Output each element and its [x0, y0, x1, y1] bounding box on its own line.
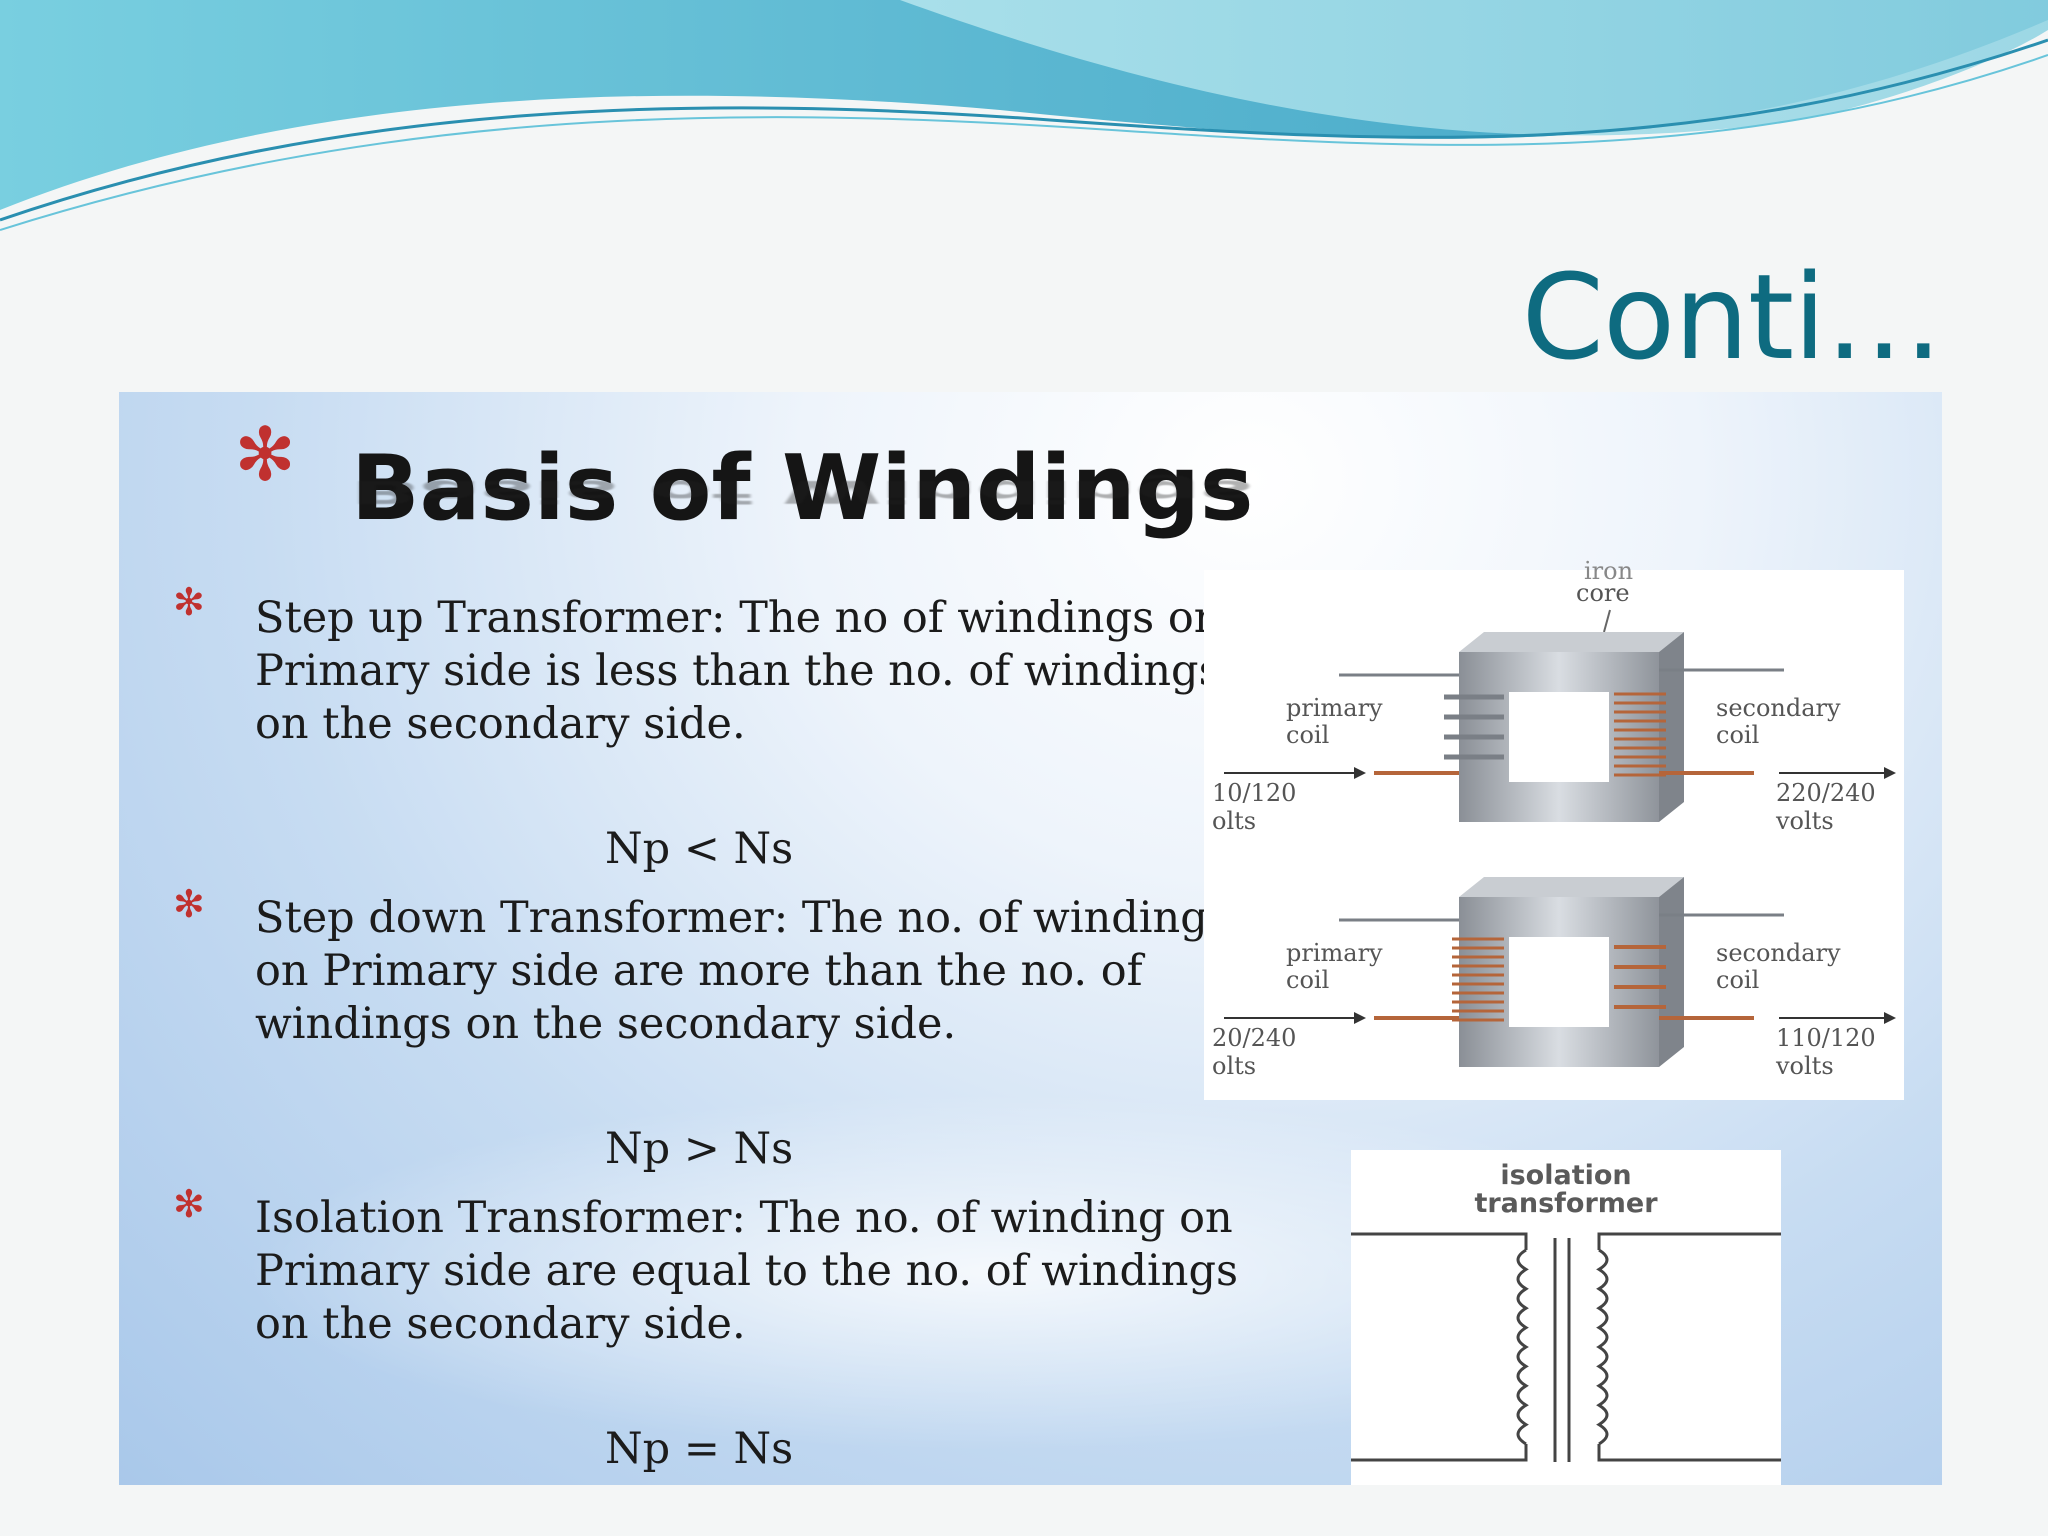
heading-star-icon: ✻	[234, 412, 297, 498]
transformer-cores-graphic	[1224, 609, 1896, 1067]
slide-title: Conti…	[1521, 248, 1943, 386]
core-label: core	[1576, 579, 1630, 607]
step-up-input-label: 10/120	[1212, 779, 1297, 807]
step-down-formula: Np > Ns	[605, 1124, 794, 1174]
panel-heading-reflection: Basis of Windings	[351, 473, 1254, 510]
isolation-formula: Np = Ns	[605, 1424, 794, 1474]
step-up-formula: Np < Ns	[605, 824, 794, 874]
step-down-text: Step down Transformer: The no. of windin…	[255, 893, 1208, 1049]
step-down-output-label-2: volts	[1776, 1052, 1834, 1080]
transformer-diagram: iron core primary coil secondary coil 10…	[1204, 558, 1904, 1100]
content-image: ✻ Basis of Windings Basis of Windings ✻ …	[119, 392, 1942, 1485]
panel-heading: Basis of Windings	[351, 436, 1254, 541]
step-down-primary-label: primary	[1286, 939, 1383, 967]
step-up-input-label-2: olts	[1212, 807, 1257, 835]
isolation-transformer-diagram: isolation transformer	[1351, 1150, 1781, 1485]
step-up-output-label-2: volts	[1776, 807, 1834, 835]
step-up-text: Step up Transformer: The no of windings …	[255, 593, 1222, 749]
step-up-primary-label-2: coil	[1286, 721, 1330, 749]
step-up-secondary-label-2: coil	[1716, 721, 1760, 749]
step-down-output-label: 110/120	[1776, 1024, 1876, 1052]
bullet-star-icon: ✻	[173, 580, 205, 624]
header-wave	[0, 0, 2048, 231]
step-down-primary-label-2: coil	[1286, 966, 1330, 994]
bullet-star-icon: ✻	[173, 1182, 205, 1226]
core-label-top: iron	[1584, 557, 1634, 585]
step-down-input-label: 20/240	[1212, 1024, 1297, 1052]
step-up-secondary-label: secondary	[1716, 694, 1841, 722]
step-down-secondary-label: secondary	[1716, 939, 1841, 967]
step-up-output-label: 220/240	[1776, 779, 1876, 807]
step-up-primary-label: primary	[1286, 694, 1383, 722]
isolation-schematic	[1351, 1232, 1781, 1462]
isolation-label-line1: isolation	[1500, 1160, 1632, 1191]
step-down-core	[1224, 877, 1896, 1067]
bullet-star-icon: ✻	[173, 882, 205, 926]
step-down-secondary-label-2: coil	[1716, 966, 1760, 994]
step-down-input-label-2: olts	[1212, 1052, 1257, 1080]
isolation-text: Isolation Transformer: The no. of windin…	[255, 1193, 1239, 1349]
isolation-label-line2: transformer	[1474, 1188, 1658, 1219]
step-up-core	[1224, 632, 1896, 822]
